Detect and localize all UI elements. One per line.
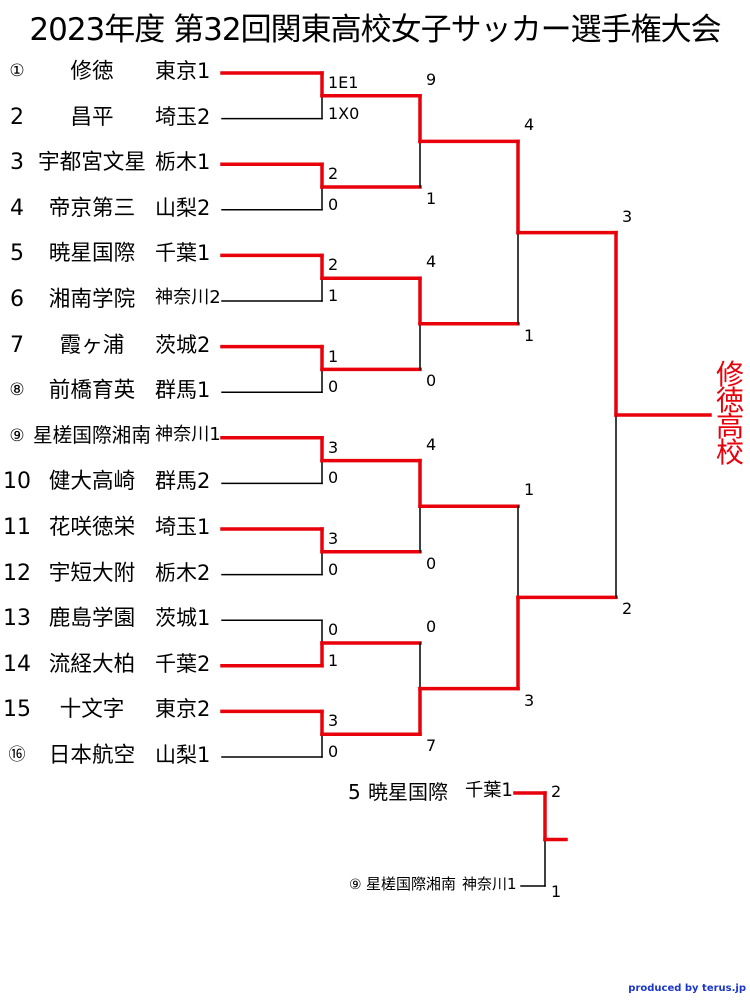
third-place-prefecture: 神奈川1	[462, 875, 517, 893]
team-prefecture: 山梨2	[155, 195, 211, 220]
match-score: 3	[328, 711, 339, 731]
team-name: 流経大柏	[48, 651, 136, 677]
third-place-team: 暁星国際	[368, 780, 448, 804]
team-prefecture: 千葉2	[155, 651, 211, 676]
team-name: 暁星国際	[48, 241, 136, 267]
match-score: 9	[426, 69, 437, 89]
match-score: 1	[524, 480, 535, 500]
team-seed: 4	[10, 195, 24, 221]
team-name: 花咲徳栄	[48, 515, 136, 540]
third-place-seed: 5	[348, 780, 361, 804]
team-seed: ①	[9, 61, 25, 81]
team-name: 昌平	[70, 104, 114, 130]
team-prefecture: 東京2	[155, 697, 211, 722]
team-name: 健大高崎	[48, 469, 136, 495]
page-title: 2023年度 第32回関東高校女子サッカー選手権大会	[29, 12, 721, 48]
match-score: 3	[328, 437, 339, 457]
match-score: 4	[524, 115, 535, 135]
third-place-team: 星槎国際湘南	[366, 875, 457, 893]
team-seed: 12	[3, 560, 31, 586]
match-score: 0	[426, 553, 437, 573]
team-prefecture: 栃木2	[155, 560, 211, 585]
team-prefecture: 栃木1	[155, 150, 211, 175]
team-seed: 3	[10, 150, 24, 176]
team-prefecture: 神奈川1	[155, 423, 221, 445]
team-prefecture: 茨城1	[155, 606, 211, 631]
match-score: 0	[328, 194, 339, 214]
match-score: 3	[328, 529, 339, 548]
match-score: 0	[328, 377, 339, 397]
team-name: 星槎国際湘南	[32, 423, 152, 447]
team-name: 鹿島学園	[48, 606, 136, 632]
match-score: 4	[426, 252, 437, 272]
team-name: 前橋育英	[48, 378, 136, 404]
match-score: 1	[328, 286, 339, 305]
match-score: 0	[328, 559, 339, 579]
team-name: 十文字	[59, 697, 125, 723]
team-name: 宇短大附	[48, 560, 136, 586]
match-score: 0	[328, 742, 339, 761]
match-score: 1	[328, 650, 339, 670]
champion-label: 修 徳 高 校	[712, 358, 748, 469]
match-score: 0	[426, 617, 437, 636]
team-seed: 13	[3, 606, 31, 632]
third-place-score: 2	[551, 782, 562, 801]
team-seed: ⑯	[8, 745, 26, 765]
team-seed: 6	[10, 287, 24, 312]
team-name: 湘南学院	[48, 287, 136, 312]
match-score: 7	[426, 736, 437, 756]
match-score: 2	[622, 599, 633, 619]
team-seed: 5	[10, 241, 24, 267]
match-score: 0	[328, 468, 339, 488]
team-name: 修徳	[70, 59, 114, 84]
match-score: 1E1	[328, 73, 359, 92]
team-prefecture: 山梨1	[155, 743, 211, 767]
third-place-prefecture: 千葉1	[465, 780, 513, 801]
credit-footer: produced by terus.jp	[628, 983, 746, 994]
match-score: 1	[426, 189, 437, 208]
team-seed: ⑧	[9, 380, 25, 401]
match-score: 1	[524, 325, 535, 345]
match-score: 4	[426, 434, 437, 454]
match-score: 3	[524, 690, 535, 710]
team-prefecture: 神奈川2	[155, 287, 221, 308]
team-seed: 2	[10, 104, 24, 130]
team-seed: 11	[3, 515, 31, 540]
champion-char: 校	[715, 436, 744, 469]
team-prefecture: 埼玉1	[155, 515, 211, 539]
match-score: 0	[426, 371, 437, 391]
team-name: 宇都宮文星	[38, 150, 146, 176]
team-prefecture: 茨城2	[155, 332, 211, 357]
third-place-score: 1	[551, 882, 562, 901]
champion-char: 高	[715, 410, 744, 443]
team-name: 霞ヶ浦	[59, 332, 125, 358]
match-score: 2	[328, 164, 339, 184]
team-prefecture: 群馬2	[155, 469, 211, 494]
team-seed: 15	[3, 697, 31, 723]
team-prefecture: 埼玉2	[155, 104, 211, 129]
match-score: 1X0	[328, 103, 360, 123]
team-prefecture: 東京1	[155, 59, 211, 83]
match-score: 2	[328, 255, 339, 275]
match-score: 0	[328, 620, 339, 640]
champion-char: 修	[715, 358, 744, 391]
team-seed: 14	[3, 651, 31, 677]
third-place-seed: ⑨	[349, 877, 362, 893]
champion-char: 徳	[715, 384, 744, 417]
match-score: 3	[622, 206, 633, 226]
team-seed: 7	[10, 332, 24, 358]
match-score: 1	[328, 346, 339, 366]
team-name: 帝京第三	[48, 195, 136, 221]
team-seed: 10	[3, 469, 31, 495]
team-seed: ⑨	[9, 425, 25, 446]
team-prefecture: 千葉1	[155, 241, 211, 266]
team-name: 日本航空	[48, 743, 136, 768]
team-prefecture: 群馬1	[155, 378, 211, 403]
